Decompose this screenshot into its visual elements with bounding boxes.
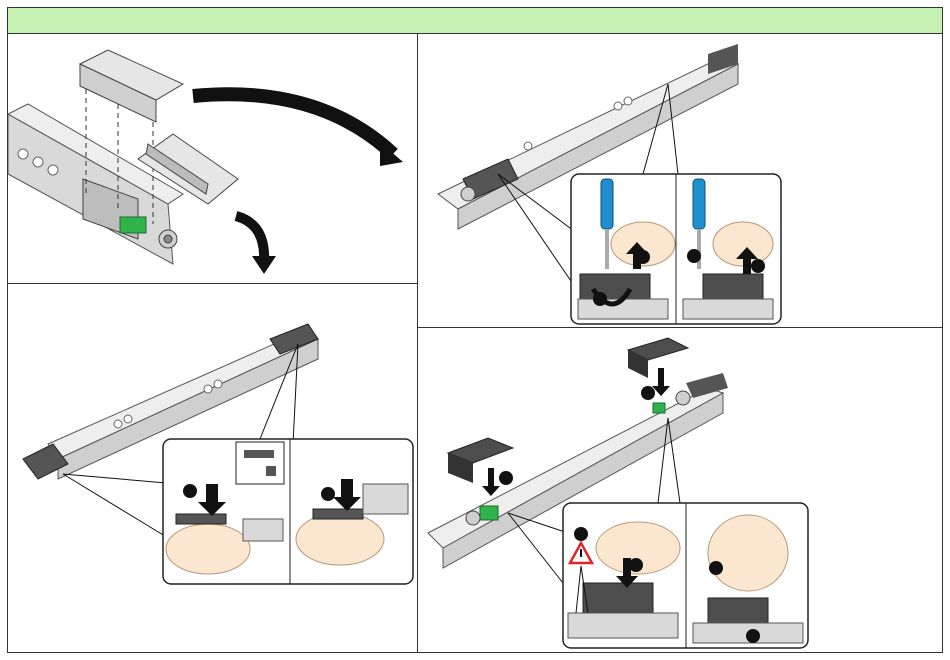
hand-icon	[708, 515, 788, 591]
curved-arrow-icon	[236, 216, 264, 262]
clip-insertion-illustration	[8, 284, 418, 653]
panel-unscrew-cover	[418, 34, 943, 328]
panel-attach-cover	[418, 328, 943, 653]
down-arrow-icon	[482, 468, 500, 496]
pcb-icon	[120, 217, 146, 233]
header-bar	[8, 8, 942, 34]
panel-insert-mounting-clip	[8, 284, 418, 653]
screwdriver-icon	[693, 179, 705, 229]
instruction-sheet	[7, 7, 943, 653]
cover-removal-illustration	[8, 34, 418, 284]
curved-arrow-icon	[193, 94, 393, 154]
hand-icon	[296, 513, 384, 565]
panel-remove-cover-overview	[8, 34, 418, 284]
hand-icon	[166, 524, 250, 574]
attach-cover-illustration	[418, 328, 943, 653]
unscrew-illustration	[418, 34, 943, 328]
screwdriver-icon	[601, 179, 613, 229]
